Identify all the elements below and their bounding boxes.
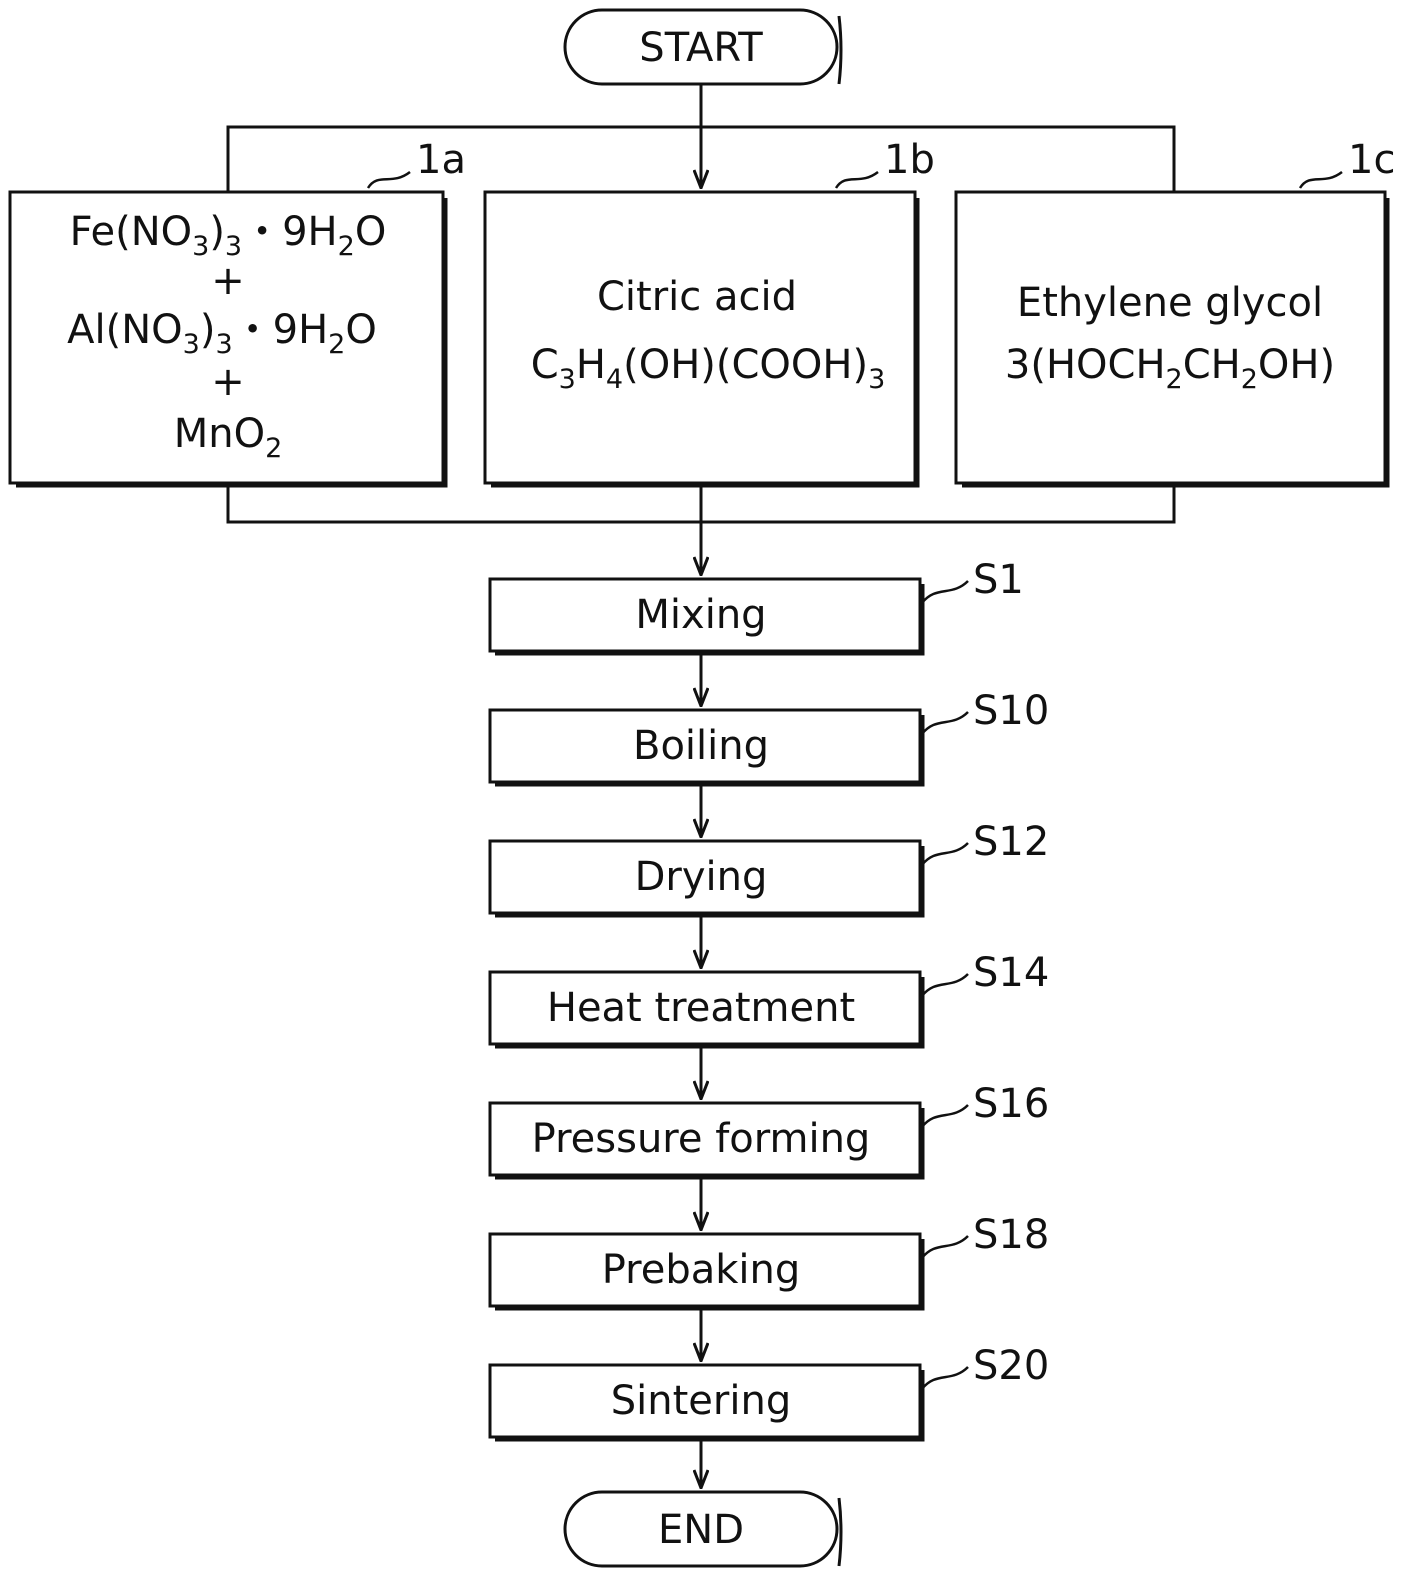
step-ref: S12 xyxy=(973,819,1049,865)
step-pressure-forming: Pressure forming xyxy=(490,1103,923,1178)
process-steps: Mixing S1Boiling S10Drying S12Heat treatmen… xyxy=(490,557,1049,1488)
ref-1b: 1b xyxy=(884,137,935,183)
step-label: Mixing xyxy=(635,592,766,638)
input-box-1c: Ethylene glycol 3(HOCH2CH2OH) xyxy=(956,192,1388,486)
input-1b-formula: C3H4(OH)(COOH)3 xyxy=(531,342,886,395)
input-1a-plus-2: + xyxy=(211,359,245,405)
end-terminal: END xyxy=(565,1492,841,1566)
start-label: START xyxy=(639,25,763,71)
step-ref: S1 xyxy=(973,557,1024,603)
step-label: Sintering xyxy=(611,1378,791,1424)
step-boiling: Boiling xyxy=(490,710,923,785)
end-label: END xyxy=(658,1507,744,1553)
step-label: Boiling xyxy=(633,723,769,769)
step-drying: Drying xyxy=(490,841,923,916)
ref-1a-leader xyxy=(368,172,410,188)
step-ref-leader xyxy=(922,712,968,734)
start-terminal: START xyxy=(565,10,841,84)
step-ref: S14 xyxy=(973,950,1049,996)
step-ref-leader xyxy=(922,974,968,996)
step-prebaking: Prebaking xyxy=(490,1234,923,1309)
step-ref-leader xyxy=(922,581,968,603)
step-ref-leader xyxy=(922,1367,968,1389)
step-ref-leader xyxy=(922,843,968,865)
step-heat-treatment: Heat treatment xyxy=(490,972,923,1047)
input-1b-name: Citric acid xyxy=(597,274,797,320)
step-mixing: Mixing xyxy=(490,579,923,654)
ref-1a: 1a xyxy=(416,137,466,183)
ref-1c: 1c xyxy=(1348,137,1395,183)
step-ref: S20 xyxy=(973,1343,1049,1389)
step-sintering: Sintering xyxy=(490,1365,923,1440)
step-ref-leader xyxy=(922,1236,968,1258)
ref-1c-leader xyxy=(1300,172,1342,188)
input-1a-plus-1: + xyxy=(211,258,245,304)
step-label: Drying xyxy=(635,854,768,900)
step-ref: S16 xyxy=(973,1081,1049,1127)
step-label: Pressure forming xyxy=(532,1116,871,1162)
step-ref: S10 xyxy=(973,688,1049,734)
step-ref-leader xyxy=(922,1105,968,1127)
ref-1b-leader xyxy=(836,172,878,188)
step-label: Heat treatment xyxy=(547,985,855,1031)
input-box-1b: Citric acid C3H4(OH)(COOH)3 xyxy=(485,192,918,486)
input-1c-name: Ethylene glycol xyxy=(1017,280,1323,326)
step-ref: S18 xyxy=(973,1212,1049,1258)
input-box-1a: Fe(NO3)3・9H2O + Al(NO3)3・9H2O + MnO2 xyxy=(10,192,446,486)
step-label: Prebaking xyxy=(602,1247,801,1293)
